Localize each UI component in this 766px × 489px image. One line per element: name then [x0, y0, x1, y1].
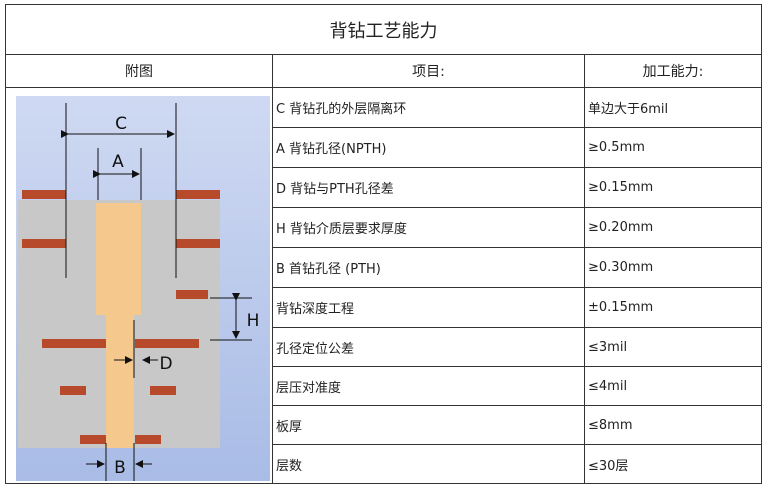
copper-pad [135, 435, 161, 444]
row-capability: ≥0.30mm [585, 248, 761, 288]
row-capability: 单边大于6mil [585, 88, 761, 128]
row-item: 孔径定位公差 [273, 328, 585, 367]
copper-pad [135, 339, 199, 348]
row-capability: ≤30层 [588, 458, 629, 474]
copper-pad [150, 386, 176, 395]
header-item: 项目: [273, 55, 585, 88]
header-capability: 加工能力: [585, 55, 761, 88]
copper-pad [60, 386, 86, 395]
copper-pad [176, 290, 208, 299]
row-capability: ≥0.15mm [585, 168, 761, 208]
row-item: 板厚 [273, 406, 585, 445]
row-item: H 背钻介质层要求厚度 [273, 208, 585, 248]
row-capability: ±0.15mm [585, 288, 761, 328]
label-d: D [159, 354, 172, 374]
row-item: B 首钻孔径 (PTH) [273, 248, 585, 288]
backdrill-cross-section: C A H D B [16, 96, 270, 481]
backdrill-diagram: C A H D B [6, 88, 273, 483]
copper-pad [42, 339, 106, 348]
row-item: 背钻深度工程 [273, 288, 585, 328]
label-h: H [247, 311, 260, 331]
copper-pad [176, 239, 220, 248]
row-item: 层数 [273, 445, 585, 483]
row-capability: ≥0.5mm [585, 128, 761, 168]
row-item: A 背钻孔径(NPTH) [273, 128, 585, 168]
copper-pad [176, 190, 220, 199]
copper-pad [22, 190, 66, 199]
copper-pad [80, 435, 106, 444]
row-item: 层压对准度 [273, 367, 585, 406]
row-capability: ≤8mm [585, 406, 761, 445]
through-hole [106, 315, 134, 448]
header-figure: 附图 [6, 55, 273, 88]
row-item: C 背钻孔的外层隔离环 [273, 88, 585, 128]
label-c: C [115, 114, 127, 134]
label-b: B [114, 458, 126, 478]
row-capability: ≤4mil [585, 367, 761, 406]
spec-table: 背钻工艺能力 附图 项目: 加工能力: C 背钻孔的外层隔离环 单边大于6mil… [5, 4, 762, 484]
copper-pad [22, 239, 66, 248]
table-title: 背钻工艺能力 [6, 5, 761, 55]
label-a: A [112, 152, 124, 172]
row-capability: ≥0.20mm [585, 208, 761, 248]
row-item: D 背钻与PTH孔径差 [273, 168, 585, 208]
row-capability: ≤3mil [585, 328, 761, 367]
backdrill-hole [96, 203, 141, 315]
